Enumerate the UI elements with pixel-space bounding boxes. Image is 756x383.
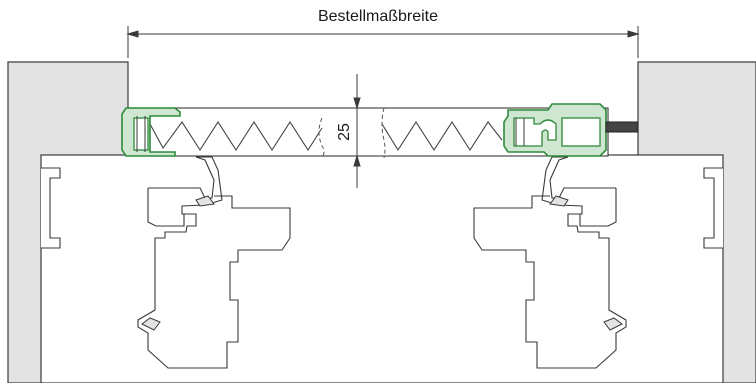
right-gasket-top [549,195,569,207]
left-window-profile [137,156,291,369]
break-mark-left [318,117,325,159]
operating-cord-stub [605,121,639,133]
left-frame-groove [41,167,61,249]
depth-dimension-label: 25 [336,123,353,141]
pleat-left [149,120,323,152]
right-frame-groove [703,167,723,249]
right-profile-block [579,188,617,227]
left-gasket-bottom [141,317,161,331]
depth-dimension-line [353,74,361,188]
left-gasket-top [195,195,215,207]
pleat-right [381,120,503,152]
left-end-insert [133,117,149,151]
break-mark-right [381,107,386,159]
left-profile-block [147,188,185,227]
right-end-channel [561,117,601,147]
left-end-clip [136,116,146,152]
right-window-profile [473,156,627,369]
right-gasket-bottom [603,317,623,331]
width-dimension-label: Bestellmaßbreite [317,8,439,25]
frame-body [40,154,724,383]
width-dimension-line [126,26,640,58]
right-window-profile-group [473,156,627,369]
right-end-clip [515,118,525,146]
